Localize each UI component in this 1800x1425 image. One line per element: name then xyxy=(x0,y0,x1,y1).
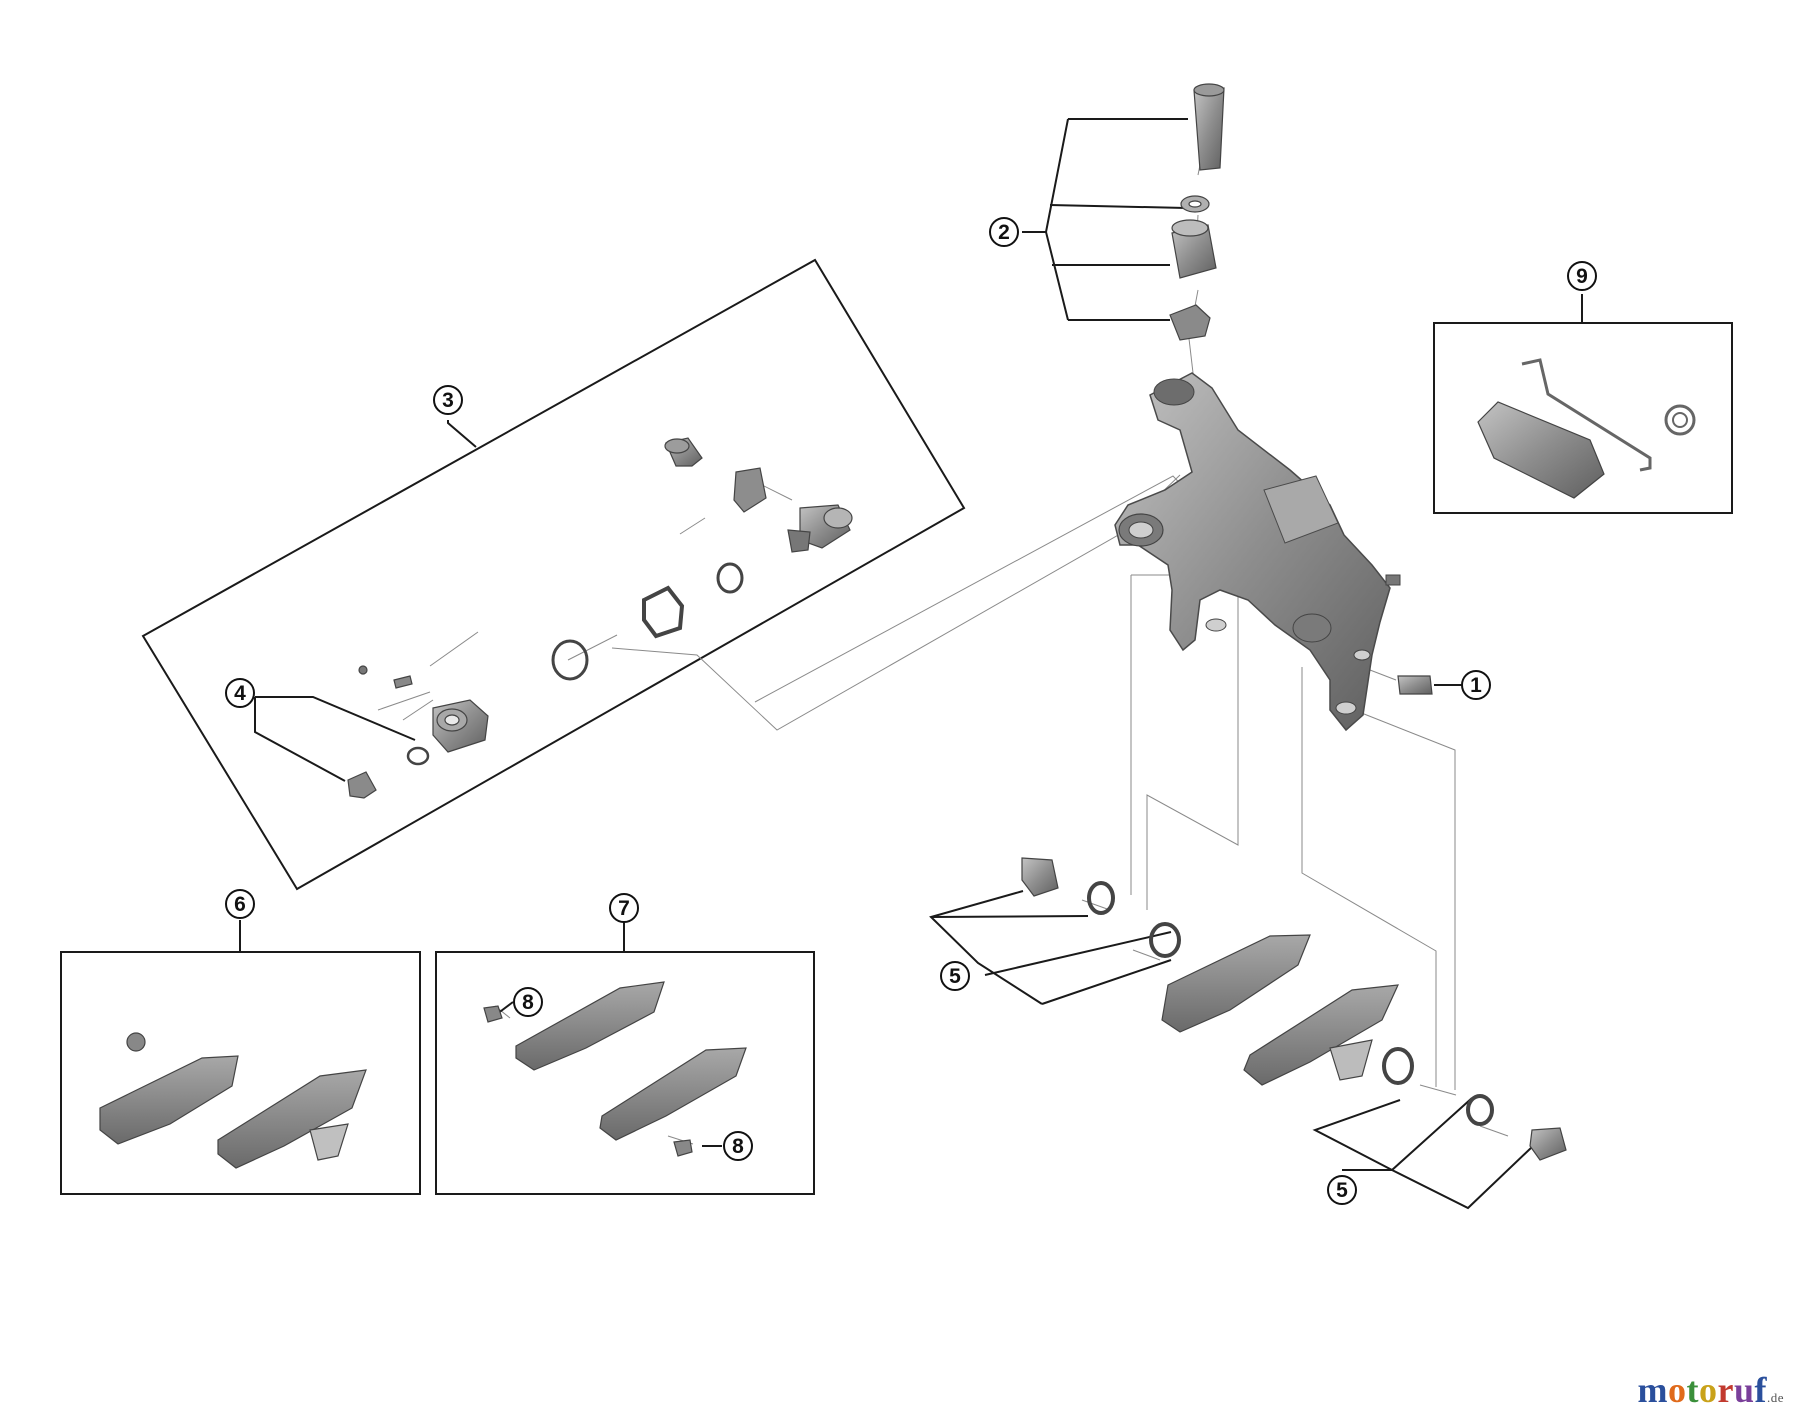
callout-9: 9 xyxy=(1567,261,1597,291)
svg-text:1: 1 xyxy=(1470,674,1482,697)
callouts: 1 2 3 4 5 5 6 7 8 8 9 xyxy=(225,217,1597,1205)
svg-text:8: 8 xyxy=(732,1135,744,1158)
watermark-letter: f xyxy=(1754,1370,1767,1410)
caliper-body xyxy=(1114,372,1401,732)
part-7-brake-shoes xyxy=(483,981,747,1157)
watermark-letter: r xyxy=(1717,1370,1734,1410)
watermark-letter: o xyxy=(1698,1370,1718,1410)
callout-8-lower: 8 xyxy=(723,1131,753,1161)
svg-text:8: 8 xyxy=(522,991,534,1014)
svg-text:5: 5 xyxy=(1336,1179,1348,1202)
watermark-letter: o xyxy=(1667,1370,1687,1410)
svg-text:3: 3 xyxy=(442,389,454,412)
svg-text:6: 6 xyxy=(234,893,246,916)
watermark-letter: m xyxy=(1637,1370,1668,1410)
svg-text:7: 7 xyxy=(618,897,630,920)
watermark-tld: .de xyxy=(1766,1390,1784,1405)
svg-text:9: 9 xyxy=(1576,265,1588,288)
callout-1: 1 xyxy=(1461,670,1491,700)
callout-5-lower: 5 xyxy=(1327,1175,1357,1205)
part-3-adjuster-assembly xyxy=(347,437,853,799)
callout-2: 2 xyxy=(989,217,1019,247)
part-2-cable-fixing-stack xyxy=(1169,83,1225,341)
callout-8-upper: 8 xyxy=(513,987,543,1017)
main-brake-pads xyxy=(1161,934,1399,1086)
watermark-letter: t xyxy=(1686,1370,1699,1410)
svg-text:2: 2 xyxy=(998,221,1010,244)
part-9-spring-plate xyxy=(1477,358,1696,499)
callout-4: 4 xyxy=(225,678,255,708)
motoruf-watermark: motoruf.de xyxy=(1637,1369,1784,1411)
part-5-hardware xyxy=(1021,857,1567,1161)
svg-text:4: 4 xyxy=(234,682,246,705)
svg-text:5: 5 xyxy=(949,965,961,988)
part-1-bolt xyxy=(1397,675,1433,695)
part-6-brake-shoes xyxy=(99,1032,367,1169)
watermark-letter: u xyxy=(1733,1370,1755,1410)
group-box-3 xyxy=(141,258,966,891)
callout-3: 3 xyxy=(433,385,463,415)
watermark-text: motoruf xyxy=(1637,1370,1767,1410)
callout-5-upper: 5 xyxy=(940,961,970,991)
callout-7: 7 xyxy=(609,893,639,923)
callout-leaders xyxy=(239,118,1583,1210)
callout-6: 6 xyxy=(225,889,255,919)
